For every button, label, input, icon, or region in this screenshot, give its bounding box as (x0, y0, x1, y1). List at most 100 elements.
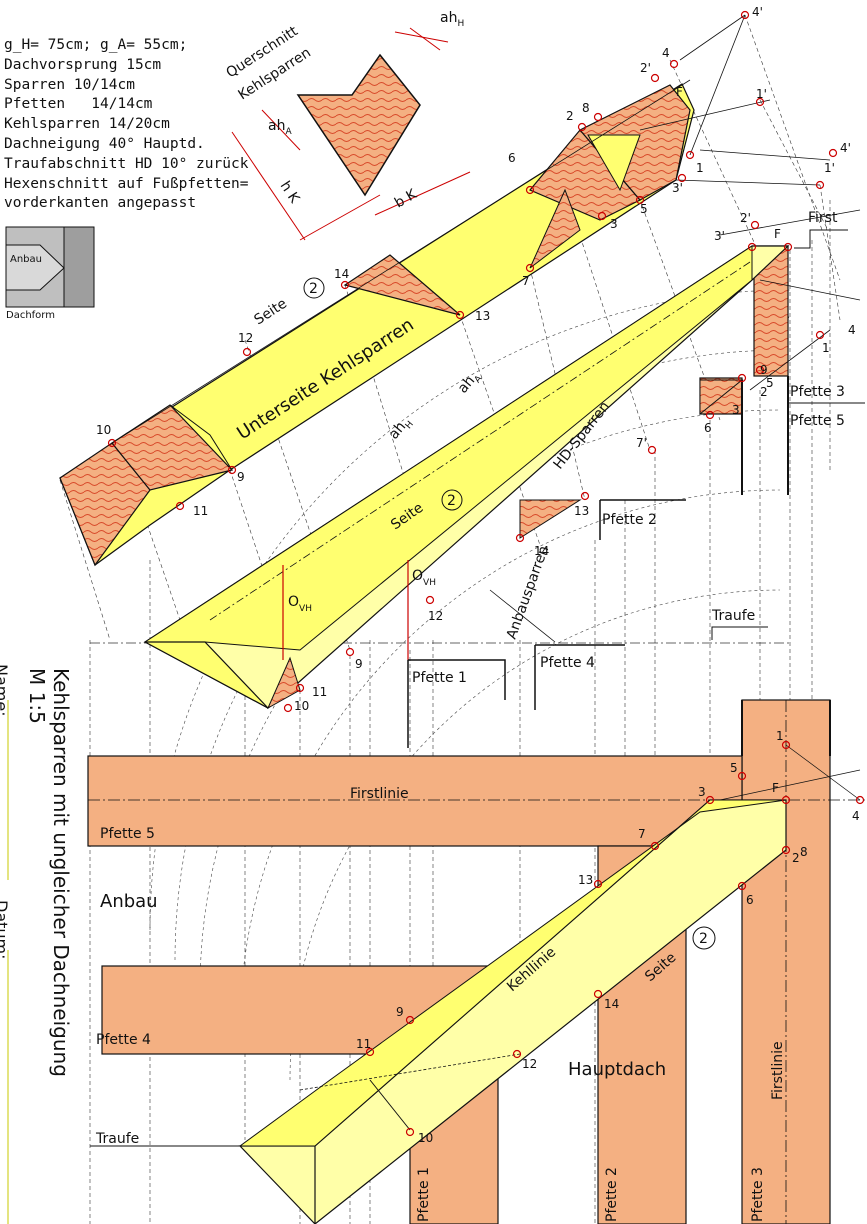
svg-text:5: 5 (640, 202, 648, 216)
date-field: Datum: (0, 900, 11, 960)
svg-text:3: 3 (732, 403, 740, 417)
o-vh-label-2: OVH (412, 568, 436, 588)
roof-form-inset: Anbau Dachform (5, 226, 95, 321)
pfette5-upper-label: Pfette 5 (790, 413, 845, 429)
svg-text:F: F (676, 85, 683, 99)
svg-text:3': 3' (714, 229, 725, 243)
svg-text:4: 4 (848, 323, 856, 337)
svg-text:14: 14 (534, 544, 549, 558)
plan-points (365, 740, 865, 1137)
inset-caption: Dachform (6, 310, 55, 321)
o-vh-label-1: OVH (288, 594, 312, 614)
anbau-label: Anbau (100, 891, 158, 912)
svg-text:5: 5 (730, 761, 738, 775)
svg-text:3: 3 (610, 217, 618, 231)
svg-text:9: 9 (760, 363, 768, 377)
firstlinie-h-label: Firstlinie (350, 786, 409, 802)
spec-line: Kehlsparren 14/20cm (4, 116, 170, 133)
cross-ah-a: ahA (268, 118, 292, 137)
svg-text:1: 1 (696, 161, 704, 175)
svg-text:14: 14 (334, 267, 349, 281)
svg-text:13: 13 (578, 873, 593, 887)
elevation-construction (639, 14, 861, 391)
svg-text:4: 4 (852, 809, 860, 823)
svg-text:F: F (772, 781, 779, 795)
svg-text:12: 12 (522, 1057, 537, 1071)
svg-text:14: 14 (604, 997, 619, 1011)
svg-text:13: 13 (574, 504, 589, 518)
name-field: Name: (0, 664, 11, 717)
title-line-1: Kehlsparren mit ungleicher Dachneigung (49, 668, 73, 1077)
pfette4-upper-label: Pfette 4 (540, 655, 595, 671)
ah-a-label: ahA (455, 368, 485, 399)
svg-text:11: 11 (356, 1037, 371, 1051)
svg-text:9: 9 (237, 470, 245, 484)
pfette3-upper-label: Pfette 3 (790, 384, 845, 400)
pfette3-label: Pfette 3 (750, 1167, 766, 1222)
seite-num: 2 (699, 931, 708, 947)
svg-text:11: 11 (312, 685, 327, 699)
svg-text:7': 7' (636, 436, 647, 450)
spec-line: Traufabschnitt HD 10° zurück (4, 155, 249, 172)
traufe-label: Traufe (95, 1131, 139, 1147)
svg-text:6: 6 (704, 421, 712, 435)
right-elevation: First Pfette 3 Pfette 5 (699, 210, 865, 756)
svg-text:2: 2 (760, 385, 768, 399)
seite-side-num: 2 (447, 493, 456, 509)
valley-rafter-side: Seite 2 HD-Sparren Anbausparren ahH ahA … (143, 245, 790, 748)
first-marker (794, 229, 848, 249)
svg-text:12: 12 (238, 331, 253, 345)
anbausparren-label: Anbausparren (504, 544, 553, 642)
side-title: Kehlsparren mit ungleicher Dachneigung M… (0, 664, 73, 1224)
first-label: First (808, 210, 838, 226)
svg-text:10: 10 (96, 423, 111, 437)
plan-cut-line (369, 1079, 411, 1131)
spec-line: Dachvorsprung 15cm (4, 56, 162, 73)
ah-h-label: ahH (386, 414, 416, 445)
svg-text:6: 6 (746, 893, 754, 907)
traufe-upper-label: Traufe (711, 608, 755, 624)
svg-text:2: 2 (566, 109, 574, 123)
plan-construction (785, 744, 861, 801)
svg-text:3': 3' (672, 181, 683, 195)
seite-upper-label: Seite (251, 296, 289, 329)
svg-text:1': 1' (824, 161, 835, 175)
svg-text:12: 12 (428, 609, 443, 623)
svg-text:2: 2 (792, 851, 800, 865)
svg-text:13: 13 (475, 309, 490, 323)
svg-text:7: 7 (522, 274, 530, 288)
plan-construction (719, 769, 861, 801)
hauptdach-label: Hauptdach (568, 1059, 666, 1080)
plan-view: Firstlinie Pfette 5 Pfette 4 Traufe Anba… (87, 699, 865, 1224)
pfette4-label: Pfette 4 (96, 1032, 151, 1048)
cross-section: Querschnitt Kehlsparren ahH ahA h K b K (223, 10, 471, 241)
spec-line: Hexenschnitt auf Fußpfetten= (4, 175, 249, 192)
pfette2-upper-label: Pfette 2 (602, 512, 657, 528)
pfette5-label: Pfette 5 (100, 826, 155, 842)
svg-text:9: 9 (355, 657, 363, 671)
svg-text:6: 6 (508, 151, 516, 165)
svg-text:1': 1' (756, 87, 767, 101)
svg-text:9: 9 (396, 1005, 404, 1019)
valley-rafter-underside: Unterseite Kehlsparren Seite 2 (59, 79, 695, 567)
projection-lines (59, 14, 841, 651)
spec-line: vorderkanten angepasst (4, 195, 197, 212)
svg-text:10: 10 (418, 1131, 433, 1145)
spec-line: g_H= 75cm; g_A= 55cm; (4, 37, 188, 53)
svg-text:7: 7 (638, 827, 646, 841)
svg-text:5: 5 (766, 376, 774, 390)
svg-text:F: F (774, 227, 781, 241)
pfette2-label: Pfette 2 (604, 1167, 620, 1222)
spec-line: Pfetten 14/14cm (4, 96, 153, 113)
svg-text:10: 10 (294, 699, 309, 713)
svg-text:1: 1 (822, 341, 830, 355)
spec-line: Sparren 10/14cm (4, 76, 135, 93)
title-line-2: M 1:5 (25, 668, 49, 724)
upper-points (107, 10, 838, 713)
plan-construction (299, 1053, 521, 1091)
svg-text:4: 4 (662, 46, 670, 60)
svg-text:8: 8 (582, 101, 590, 115)
